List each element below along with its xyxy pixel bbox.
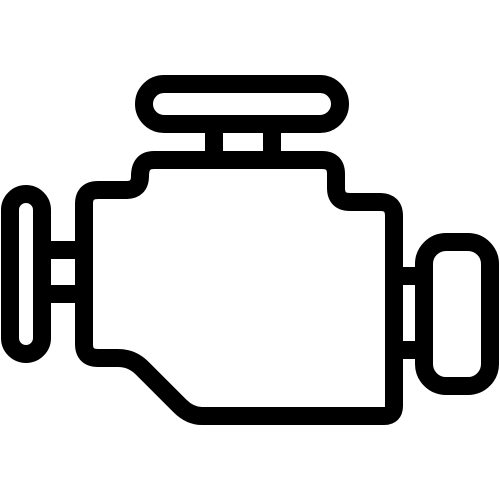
engine-cap	[135, 75, 349, 133]
engine-right-housing	[415, 233, 499, 395]
engine-block	[75, 151, 403, 425]
engine-left-handle	[1, 185, 51, 363]
engine-left-connector	[33, 241, 93, 303]
